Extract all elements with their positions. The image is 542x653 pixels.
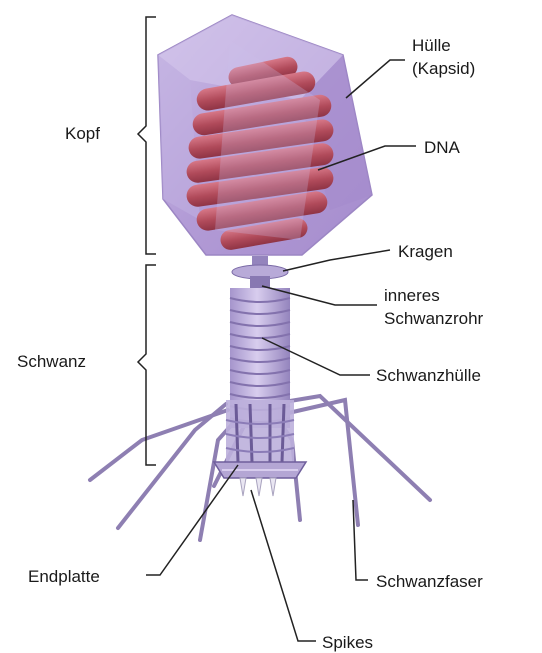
label-inneres-1: inneres: [384, 286, 440, 305]
label-kragen: Kragen: [398, 242, 453, 261]
label-huelle-1: Hülle: [412, 36, 451, 55]
kopf-bracket: [138, 17, 156, 254]
label-huelle-2: (Kapsid): [412, 59, 475, 78]
label-inneres-2: Schwanzrohr: [384, 309, 484, 328]
label-schwanzfaser: Schwanzfaser: [376, 572, 483, 591]
tail-fiber-left-2: [118, 404, 226, 528]
spikes-line: [251, 490, 316, 641]
brackets: [138, 17, 156, 465]
label-kopf: Kopf: [65, 124, 100, 143]
tail-fiber-right-1: [284, 396, 430, 500]
endplatte-line: [146, 465, 238, 575]
label-schwanzhuelle: Schwanzhülle: [376, 366, 481, 385]
collar: [232, 256, 288, 290]
baseplate: [214, 462, 306, 478]
label-endplatte: Endplatte: [28, 567, 100, 586]
label-schwanz: Schwanz: [17, 352, 86, 371]
label-dna: DNA: [424, 138, 461, 157]
huelle-line: [346, 60, 405, 98]
label-spikes: Spikes: [322, 633, 373, 652]
spikes: [240, 478, 276, 496]
tail-lower: [226, 400, 294, 462]
